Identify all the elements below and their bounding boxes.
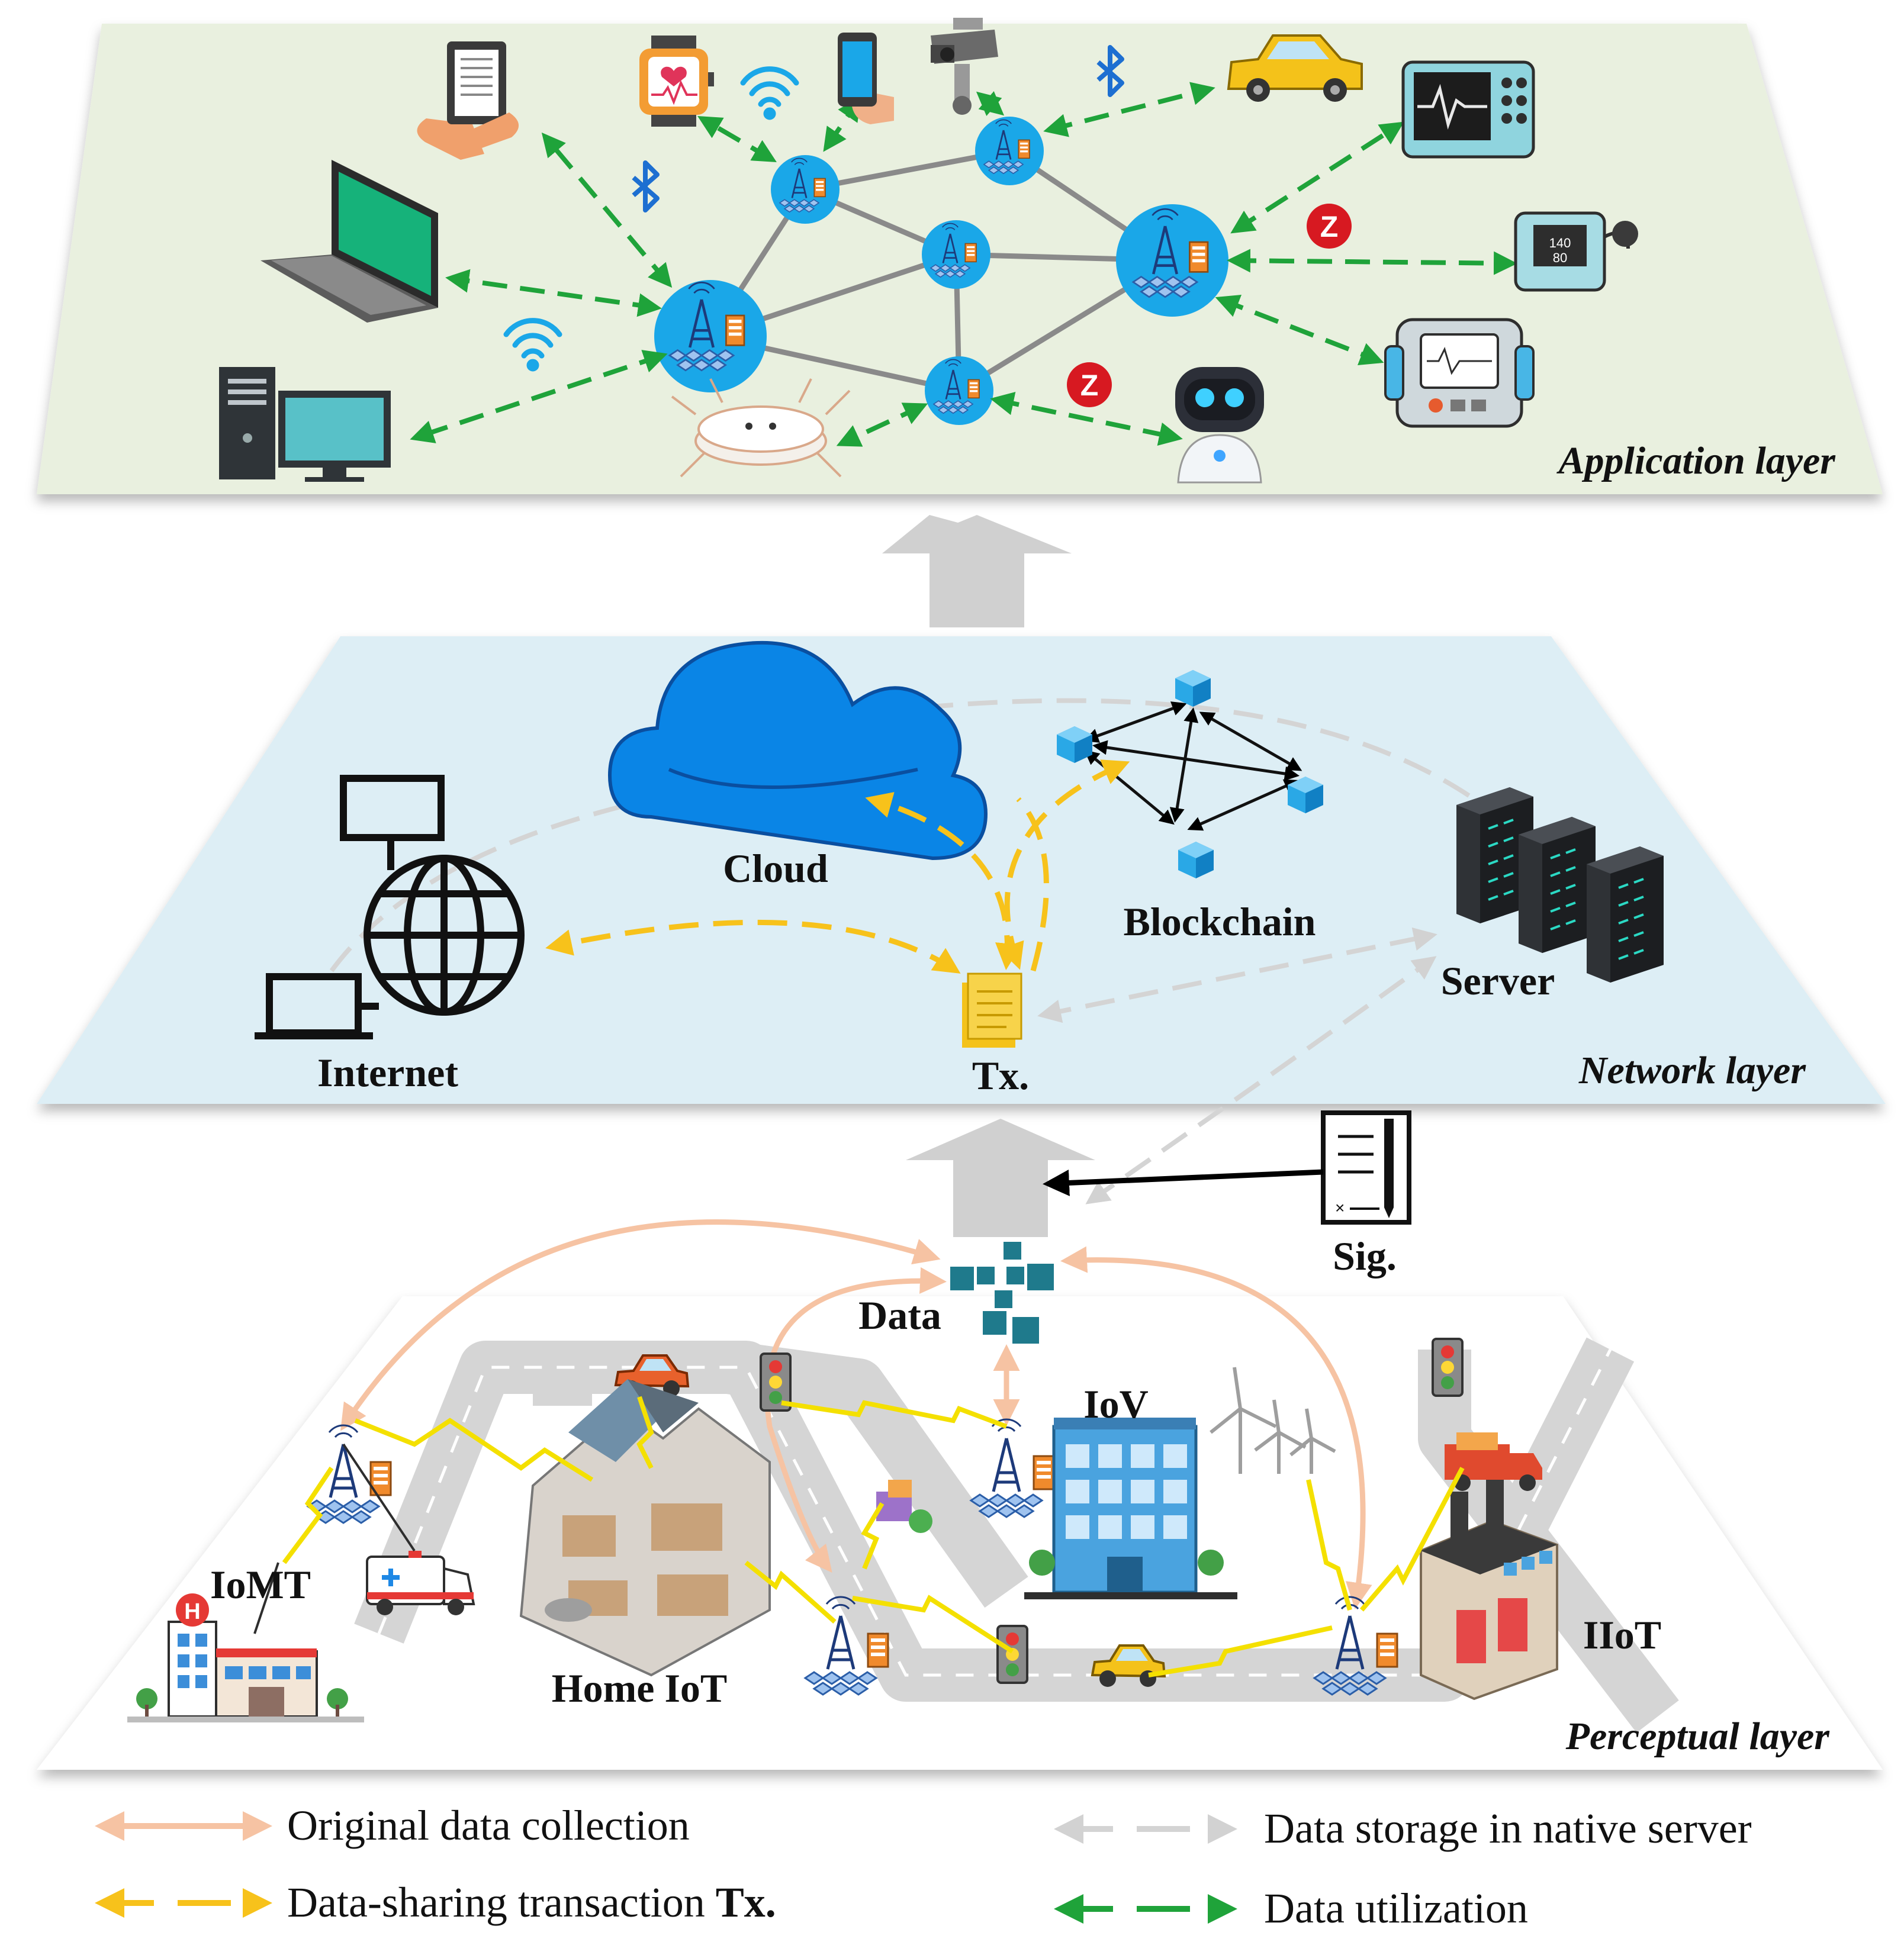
wind-turbine-icon	[1210, 1367, 1336, 1474]
defibrillator-icon	[1384, 318, 1535, 428]
base-station-node	[922, 220, 990, 289]
legend-original-label: Original data collection	[287, 1802, 690, 1849]
upward-flow-arrow-fix	[882, 515, 1072, 627]
factory-icon	[1420, 1480, 1558, 1701]
smartwatch-icon	[639, 36, 714, 127]
legend-utilization: Data utilization	[1054, 1885, 1528, 1932]
legend: Original data collection Data-sharing tr…	[95, 1802, 1752, 1932]
svg-text:Z: Z	[1080, 369, 1099, 402]
application-layer: Z 140 80 Z	[37, 18, 1883, 494]
iov-label: IoV	[1083, 1382, 1149, 1426]
blood-pressure-monitor-icon: 140 80	[1514, 211, 1638, 292]
base-station-node	[654, 280, 767, 392]
wireless-links	[282, 1396, 1465, 1677]
desktop-computer-icon	[219, 367, 391, 482]
perceptual-layer: Data	[37, 1219, 1883, 1770]
application-layer-label: Application layer	[1556, 439, 1837, 482]
svg-text:×: ×	[1335, 1199, 1345, 1217]
base-station-node	[1116, 204, 1228, 317]
base-station-node	[925, 356, 993, 425]
traffic-light-icon	[1432, 1338, 1464, 1397]
server-label: Server	[1441, 958, 1555, 1003]
svg-text:140: 140	[1549, 236, 1571, 250]
cloud-label: Cloud	[723, 846, 828, 891]
zigbee-icon: Z	[1067, 362, 1112, 407]
zigbee-icon: Z	[1307, 204, 1352, 249]
robot-vacuum-icon	[671, 378, 851, 478]
base-station-node	[975, 117, 1044, 185]
iomt-label: IoMT	[210, 1562, 311, 1607]
bluetooth-icon	[1096, 45, 1124, 97]
sharing-arrows	[545, 759, 1130, 974]
tx-label: Tx.	[972, 1053, 1029, 1098]
delivery-robot-icon	[876, 1480, 932, 1533]
legend-utilization-label: Data utilization	[1264, 1885, 1528, 1932]
home-iot-label: Home IoT	[552, 1666, 728, 1711]
traffic-light-icon	[996, 1625, 1028, 1684]
signature-label: Sig.	[1333, 1234, 1397, 1279]
car-icon	[1227, 34, 1363, 102]
legend-storage: Data storage in native server	[1054, 1805, 1752, 1852]
upward-flow-arrow	[906, 1119, 1095, 1237]
signature-arrow	[1043, 1169, 1324, 1196]
internet-label: Internet	[317, 1050, 458, 1095]
perceptual-layer-label: Perceptual layer	[1565, 1715, 1831, 1758]
network-layer-label: Network layer	[1578, 1049, 1806, 1092]
utilization-arrows	[410, 82, 1517, 447]
wifi-icon	[740, 66, 799, 120]
wifi-icon	[503, 318, 562, 372]
ambulance-icon	[366, 1551, 475, 1615]
smartphone-icon	[838, 33, 894, 124]
legend-sharing-label: Data-sharing transaction Tx.	[287, 1879, 776, 1926]
laptop-icon	[260, 160, 438, 323]
legend-original: Original data collection	[95, 1802, 690, 1849]
wired-links	[253, 1443, 416, 1634]
legend-storage-label: Data storage in native server	[1264, 1805, 1752, 1852]
office-building-icon	[1024, 1418, 1237, 1599]
data-icon	[950, 1242, 1054, 1344]
robot-icon	[1175, 367, 1264, 484]
svg-text:Z: Z	[1320, 210, 1339, 243]
iiot-label: IIoT	[1583, 1612, 1661, 1657]
base-station-node	[771, 155, 840, 224]
hospital-icon: H	[127, 1593, 364, 1722]
bluetooth-icon	[632, 160, 660, 212]
network-layer: Internet Cloud Blockchain	[37, 636, 1886, 1205]
tablet-icon	[417, 41, 519, 160]
svg-text:80: 80	[1553, 250, 1567, 265]
svg-text:H: H	[184, 1599, 200, 1624]
blockchain-label: Blockchain	[1124, 899, 1316, 944]
ecg-monitor-icon	[1401, 60, 1535, 159]
security-camera-icon	[931, 18, 998, 115]
internet-icon	[255, 775, 525, 1039]
transaction-document-icon	[962, 973, 1022, 1048]
data-label: Data	[858, 1293, 941, 1338]
signature-icon: ×	[1321, 1110, 1411, 1225]
legend-sharing: Data-sharing transaction Tx.	[95, 1879, 776, 1926]
